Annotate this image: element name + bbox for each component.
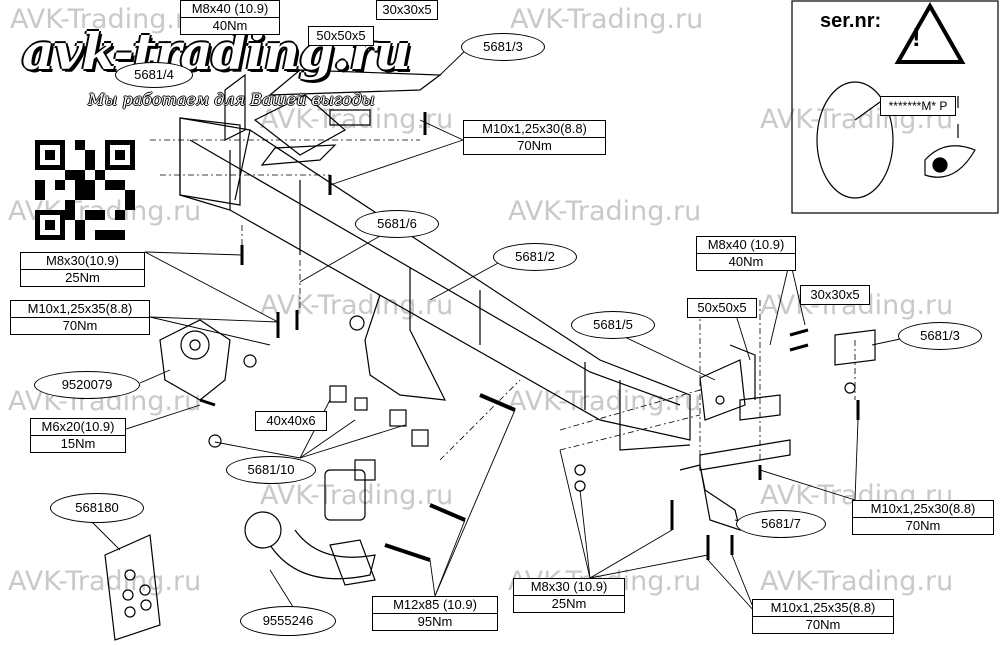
bracket-5681-7 <box>679 464 741 531</box>
part-9520079: 9520079 <box>34 371 140 399</box>
label-top-m10x30: M10x1,25x30(8.8)70Nm <box>463 120 606 155</box>
watermark: AVK-Trading.ru <box>508 196 702 227</box>
plate-50x50-right <box>739 394 781 421</box>
socket-bracket <box>159 319 231 401</box>
brand-slogan: Мы работаем для Вашей выгоды <box>88 90 375 109</box>
part-5681-3-right: 5681/3 <box>898 322 982 350</box>
main-cross-beam <box>179 117 691 441</box>
warning-exclamation-icon: ! <box>912 22 921 52</box>
label-bottom-m12x85: M12x85 (10.9)95Nm <box>372 596 498 631</box>
label-top-30x30x5: 30x30x5 <box>376 0 438 20</box>
label-bottom-m10x35: M10x1,25x35(8.8)70Nm <box>752 599 894 634</box>
part-5681-5: 5681/5 <box>571 311 655 339</box>
serial-panel-frame <box>791 0 999 214</box>
label-left-40x40x6: 40x40x6 <box>255 411 327 431</box>
part-568180: 568180 <box>50 493 144 523</box>
detachable-lock <box>324 469 366 521</box>
part-5681-6: 5681/6 <box>355 210 439 238</box>
watermark: AVK-Trading.ru <box>10 4 204 35</box>
label-top-50x50x5: 50x50x5 <box>308 26 374 46</box>
beam-bracket-center <box>364 268 447 401</box>
eye-icon <box>924 145 976 178</box>
label-right-30x30x5: 30x30x5 <box>800 285 870 305</box>
watermark: AVK-Trading.ru <box>760 566 954 597</box>
tow-ball <box>244 511 282 549</box>
left-top-bracket <box>224 73 246 141</box>
right-bracket <box>699 359 746 421</box>
tow-ball-neck <box>269 529 376 580</box>
part-5681-2: 5681/2 <box>493 243 577 271</box>
part-5681-7: 5681/7 <box>736 510 826 538</box>
warning-triangle-icon <box>894 1 966 64</box>
plate-oval <box>816 81 894 199</box>
watermark: AVK-Trading.ru <box>260 480 454 511</box>
watermark: AVK-Trading.ru <box>260 104 454 135</box>
label-right-50x50x5: 50x50x5 <box>687 298 757 318</box>
socket-plate-568180 <box>104 534 161 641</box>
part-5681-4: 5681/4 <box>115 62 193 88</box>
plate-30x30-right <box>834 329 876 366</box>
label-right-m10x30: M10x1,25x30(8.8)70Nm <box>852 500 994 535</box>
label-top-m8x40: M8x40 (10.9)40Nm <box>180 0 280 35</box>
label-right-m8x40: M8x40 (10.9)40Nm <box>696 236 796 271</box>
plate-50x50-top <box>260 144 337 166</box>
qr-code-icon <box>35 140 135 240</box>
serial-plate-text: *******M* P <box>880 96 956 116</box>
part-5681-10: 5681/10 <box>226 456 316 484</box>
serial-number-title: ser.nr: <box>820 10 882 32</box>
plate-30x30-right-lower <box>699 439 791 471</box>
label-left-m10x35: M10x1,25x35(8.8)70Nm <box>10 300 150 335</box>
label-bottom-m8x30: M8x30 (10.9)25Nm <box>513 578 625 613</box>
watermark: AVK-Trading.ru <box>8 566 202 597</box>
part-5681-3-top: 5681/3 <box>461 33 545 61</box>
label-left-m6x20: M6x20(10.9)15Nm <box>30 418 126 453</box>
watermark: AVK-Trading.ru <box>510 4 704 35</box>
label-left-m8x30: M8x30(10.9)25Nm <box>20 252 145 287</box>
part-9555246: 9555246 <box>240 606 336 636</box>
